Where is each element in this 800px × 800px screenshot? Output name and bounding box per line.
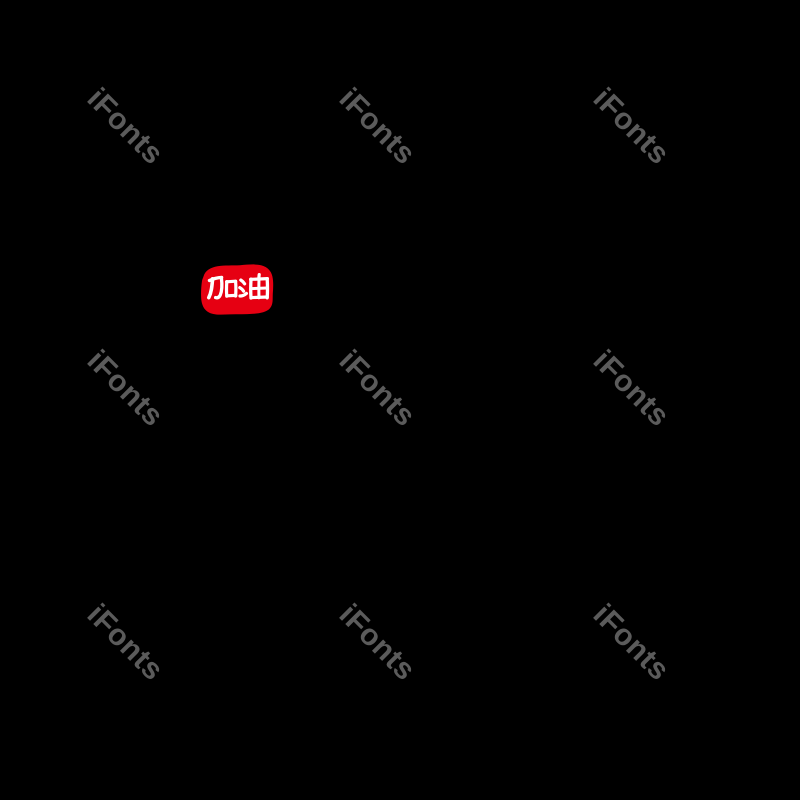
character-you <box>238 273 270 300</box>
watermark-text: iFonts <box>586 82 676 172</box>
jiayou-sticker <box>193 256 281 324</box>
watermark-text: iFonts <box>586 344 676 434</box>
watermark-text: iFonts <box>332 82 422 172</box>
jiayou-sticker-svg <box>201 264 274 315</box>
watermark-text: iFonts <box>332 344 422 434</box>
watermark-text: iFonts <box>586 598 676 688</box>
watermark-text: iFonts <box>80 598 170 688</box>
watermark-text: iFonts <box>332 598 422 688</box>
watermark-text: iFonts <box>80 344 170 434</box>
watermark-text: iFonts <box>80 82 170 172</box>
character-jia <box>207 275 238 300</box>
